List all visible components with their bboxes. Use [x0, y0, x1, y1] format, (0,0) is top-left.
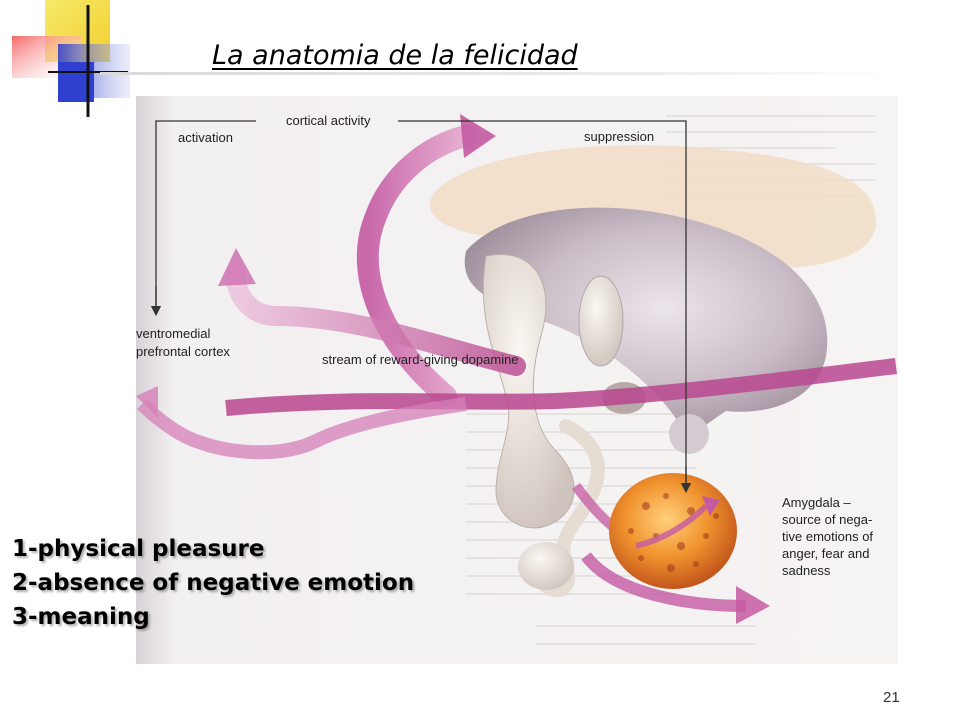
hippocampus-structure: [482, 254, 575, 529]
activation-arrowhead: [218, 248, 256, 286]
title-underline-rule: [100, 72, 900, 75]
happiness-list: 1-physical pleasure 2-absence of negativ…: [12, 532, 414, 634]
label-vmpfc-line2: prefrontal cortex: [136, 344, 230, 359]
label-amygdala-line1: Amygdala –: [782, 495, 851, 510]
list-item: 2-absence of negative emotion: [12, 570, 415, 596]
slide-title: La anatomia de la felicidad: [212, 40, 578, 71]
activation-arrow: [226, 266, 526, 376]
amygdala-internal-arrow: [635, 503, 709, 549]
label-vmpfc-line1: ventromedial: [136, 326, 211, 341]
page-number: 21: [883, 689, 900, 706]
connection-lines: [150, 120, 692, 494]
dopamine-wave: [137, 397, 467, 460]
cortical-arrowhead: [460, 114, 496, 158]
label-amygdala-line3: tive emotions of: [782, 529, 873, 544]
caudate-structure: [578, 275, 624, 367]
brain-figure: cortical activity activation suppression…: [136, 96, 898, 664]
amygdala-texture: [628, 493, 719, 572]
fornix-structure: [537, 419, 605, 598]
corner-squares-graphic: [12, 0, 130, 117]
label-dopamine: stream of reward-giving dopamine: [322, 352, 519, 367]
label-suppression: suppression: [584, 129, 654, 144]
amygdala-outflow-arrow: [581, 552, 747, 612]
dopamine-arrowhead: [136, 386, 158, 418]
label-amygdala-line4: anger, fear and: [782, 546, 869, 561]
corner-decoration: [0, 0, 130, 120]
bone-node: [518, 542, 574, 590]
pituitary-structure: [669, 414, 709, 454]
outflow-arrowhead: [736, 586, 770, 624]
label-amygdala-line2: source of nega-: [782, 512, 872, 527]
amygdala-internal-arrowhead: [702, 496, 720, 516]
label-activation: activation: [178, 130, 233, 145]
cortical-activity-arrow: [356, 125, 477, 407]
list-item: 1-physical pleasure: [12, 536, 265, 562]
label-cortical-activity: cortical activity: [286, 113, 371, 128]
thalamus-structure: [464, 207, 828, 431]
list-item: 3-meaning: [12, 604, 150, 630]
dopamine-stream: [225, 358, 897, 416]
label-amygdala-line5: sadness: [782, 563, 831, 578]
brain-diagram: cortical activity activation suppression…: [136, 96, 898, 664]
